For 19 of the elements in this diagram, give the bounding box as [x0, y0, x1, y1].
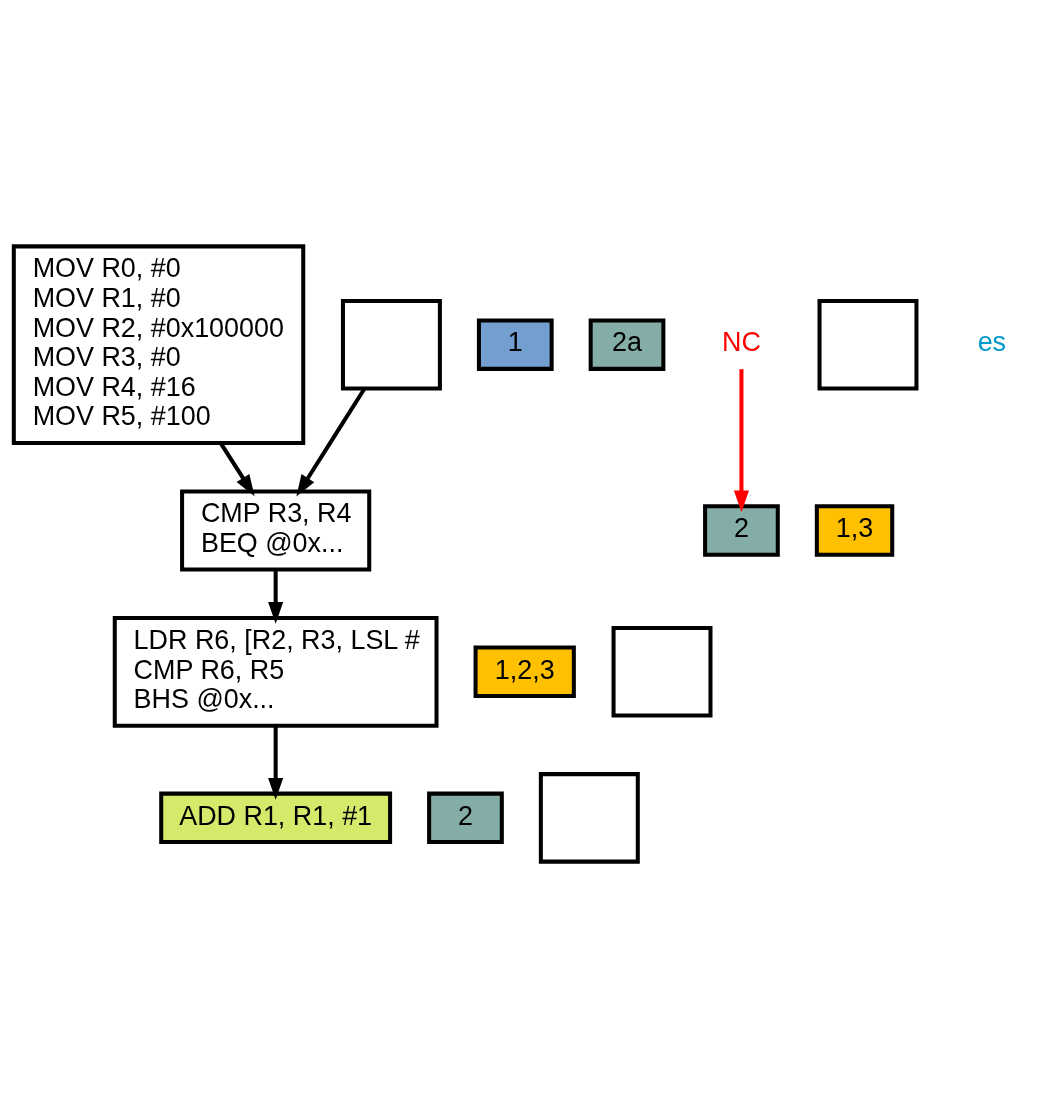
node-box: MOV R0, #0 MOV R1, #0 MOV R2, #0x100000 MOV R3, #0 MOV R4, #16 MOV R5, #100: [11, 243, 306, 445]
node-box: 2a: [588, 317, 666, 371]
node-box: [611, 625, 713, 718]
node-box: 1,2,3: [473, 645, 576, 698]
node-box: [538, 771, 640, 864]
node-box: 2: [427, 791, 504, 844]
arrow: [268, 725, 284, 800]
node-box: [340, 298, 442, 390]
node-box: 1,3: [814, 503, 895, 557]
arrow: [733, 368, 749, 512]
node-box: 2: [703, 503, 780, 557]
node-box: [817, 298, 919, 390]
node-box: LDR R6, [R2, R3, LSL # CMP R6, R5 BHS @0x...: [112, 615, 439, 728]
node-box: ADD R1, R1, #1: [159, 791, 393, 844]
arrow: [268, 569, 284, 624]
node-box: CMP R3, R4 BEQ @0x...: [180, 488, 372, 571]
node-box: 1: [476, 317, 554, 371]
node-text: NC: [722, 326, 761, 357]
label: es: [977, 326, 1007, 357]
